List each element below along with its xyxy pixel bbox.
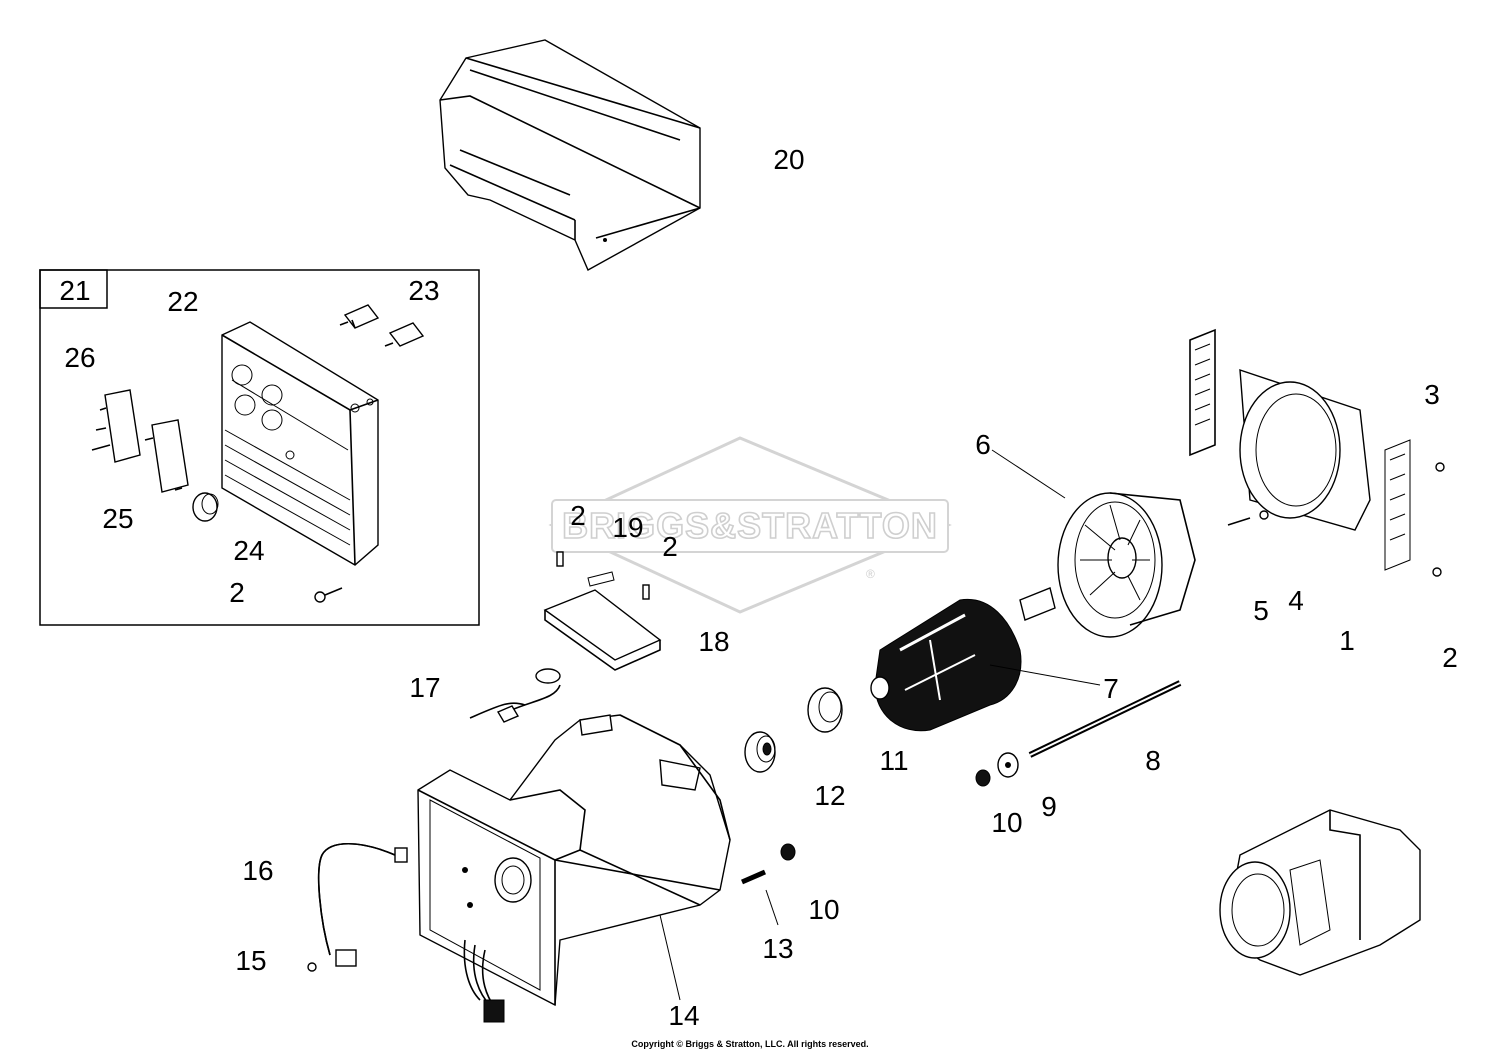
callout-25: 25	[102, 503, 133, 534]
callout-20: 20	[773, 144, 804, 175]
brand-watermark: BRIGGS&STRATTON ®	[548, 436, 952, 614]
part-switches	[339, 304, 425, 347]
callout-10-lower: 10	[808, 894, 839, 925]
part-through-bolt	[1028, 680, 1182, 758]
part-bearing	[744, 731, 776, 773]
callout-16: 16	[242, 855, 273, 886]
callout-26: 26	[64, 342, 95, 373]
callout-11: 11	[879, 745, 908, 776]
inset-box-tab	[39, 269, 108, 309]
callout-2-left: 2	[570, 500, 586, 531]
part-fuse-holder	[192, 492, 219, 522]
part-breakers	[91, 389, 189, 493]
callout-9: 9	[1041, 791, 1057, 822]
part-screw-inset	[314, 587, 343, 603]
callout-10-upper: 10	[991, 807, 1022, 838]
callout-18: 18	[698, 626, 729, 657]
callout-15: 15	[235, 945, 266, 976]
watermark-text: BRIGGS&STRATTON	[562, 505, 938, 546]
callout-3: 3	[1424, 379, 1440, 410]
callout-23: 23	[408, 275, 439, 306]
callout-7: 7	[1103, 673, 1119, 704]
callout-19: 19	[612, 512, 643, 543]
callout-21: 21	[59, 275, 90, 306]
callout-13: 13	[762, 933, 793, 964]
callout-8: 8	[1145, 745, 1161, 776]
part-ground-cable	[307, 842, 408, 972]
callout-22: 22	[167, 286, 198, 317]
callout-5: 5	[1253, 595, 1269, 626]
callout-1: 1	[1339, 625, 1355, 656]
callout-12: 12	[814, 780, 845, 811]
part-fan	[991, 449, 1196, 638]
leader-14	[659, 914, 681, 1001]
part-rotor	[870, 587, 1101, 732]
part-end-housing	[1189, 328, 1445, 577]
callout-17: 17	[409, 672, 440, 703]
part-washer-nut	[780, 752, 1019, 861]
part-assembly-reference	[1219, 809, 1421, 976]
callout-4: 4	[1288, 585, 1304, 616]
callout-2-right: 2	[662, 531, 678, 562]
callout-2-inset: 2	[229, 577, 245, 608]
callout-14: 14	[668, 1000, 699, 1031]
inset-box-control-panel	[39, 269, 480, 626]
callout-2: 2	[1442, 642, 1458, 673]
part-stud	[741, 869, 779, 926]
part-wire-harness	[469, 668, 561, 723]
part-bracket	[543, 551, 662, 671]
part-bearing-large	[807, 687, 843, 733]
part-alternator-housing	[417, 714, 731, 1023]
callout-24: 24	[233, 535, 264, 566]
callout-6: 6	[975, 429, 991, 460]
part-control-panel	[221, 321, 379, 566]
copyright-notice: Copyright © Briggs & Stratton, LLC. All …	[631, 1039, 868, 1049]
registered-mark: ®	[866, 567, 875, 581]
part-cover-top	[439, 39, 701, 271]
